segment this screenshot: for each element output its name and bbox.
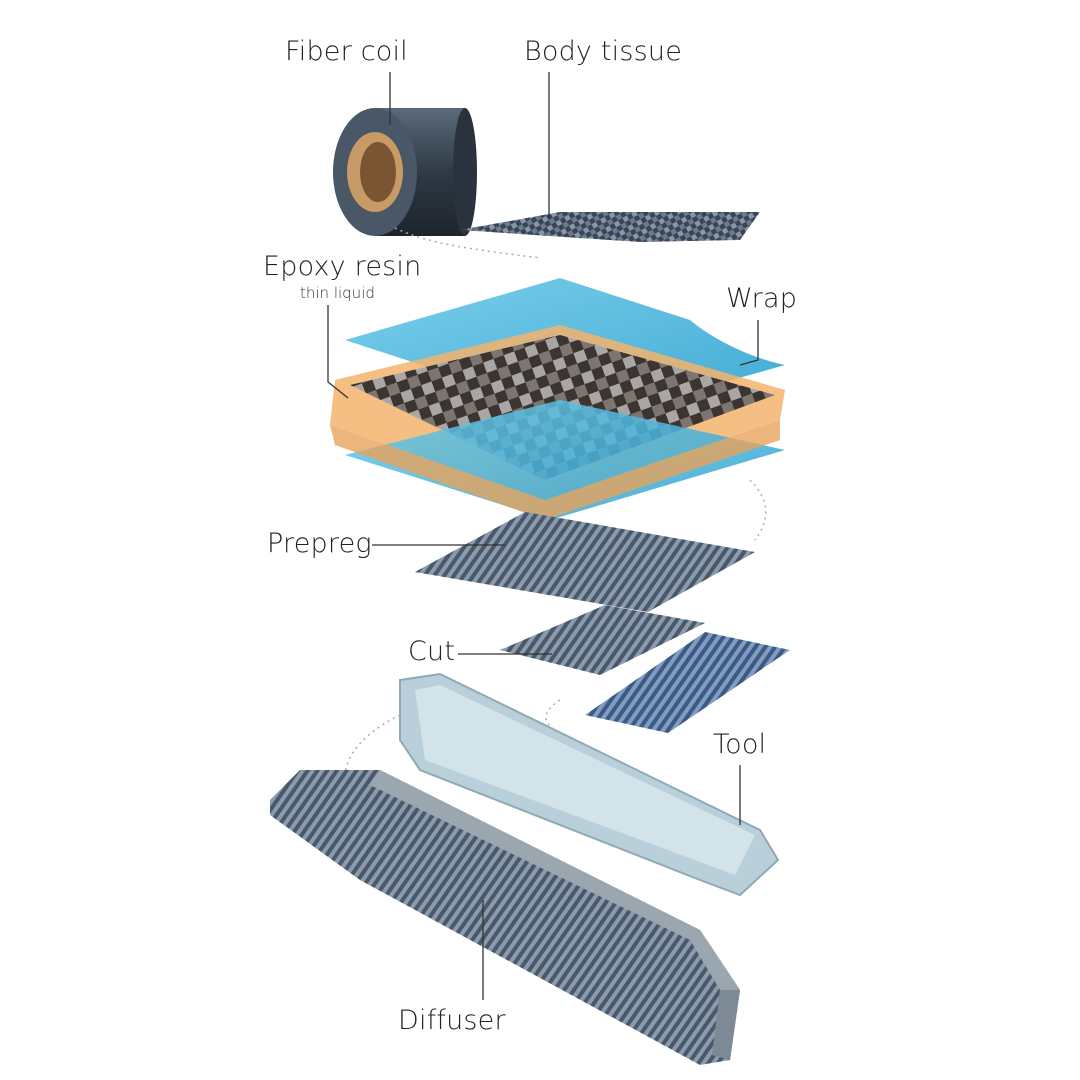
tool-illustration (343, 672, 780, 897)
label-fiber-coil: Fiber coil (285, 36, 408, 67)
body-tissue-illustration (394, 110, 760, 259)
label-diffuser: Diffuser (398, 1005, 506, 1036)
prepreg-illustration (415, 512, 755, 612)
label-prepreg: Prepreg (267, 528, 372, 559)
label-cut: Cut (408, 636, 456, 667)
label-body-tissue: Body tissue (524, 36, 683, 67)
epoxy-wrap-stack-illustration (330, 278, 785, 541)
label-epoxy-resin: Epoxy resin (263, 251, 422, 282)
label-tool: Tool (713, 729, 767, 760)
leader-lines (327, 72, 759, 1000)
label-wrap: Wrap (726, 283, 798, 314)
cut-pieces-illustration (500, 605, 790, 733)
label-epoxy-subtitle: thin liquid (300, 284, 375, 302)
diffuser-illustration (270, 770, 740, 1065)
fiber-coil-illustration (333, 108, 477, 236)
